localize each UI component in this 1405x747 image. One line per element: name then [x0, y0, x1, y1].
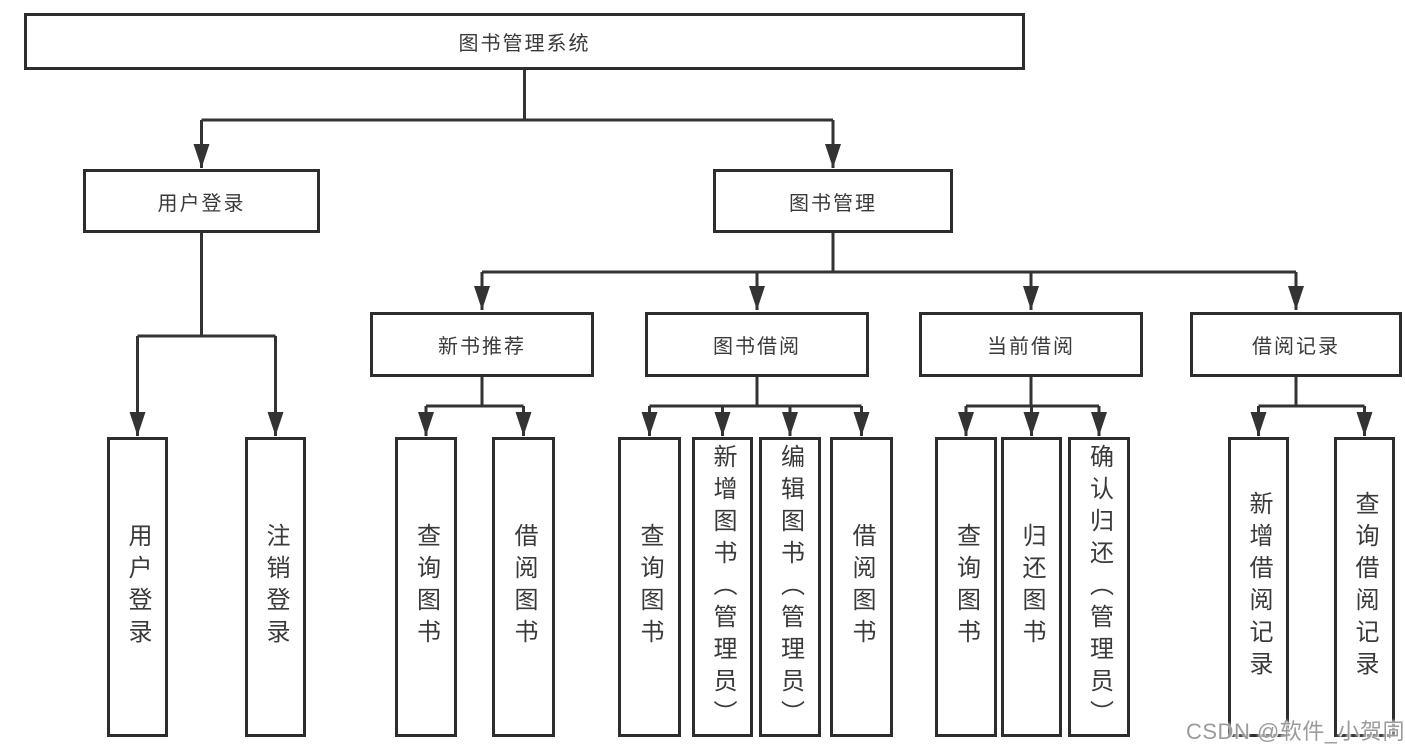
leaf-add-book-admin: 新增图书（管理员）	[692, 437, 753, 737]
node-book-borrowing: 图书借阅	[645, 312, 869, 377]
leaf-logout: 注销登录	[245, 437, 306, 737]
leaf-borrow-books-borrowing: 借阅图书	[830, 437, 893, 737]
leaf-query-books-recommend: 查询图书	[395, 437, 457, 737]
leaf-edit-book-admin: 编辑图书（管理员）	[759, 437, 821, 737]
node-user-login: 用户登录	[83, 169, 320, 233]
leaf-query-books-current: 查询图书	[935, 437, 997, 737]
node-current-borrowing: 当前借阅	[919, 312, 1143, 377]
leaf-borrow-books-recommend: 借阅图书	[492, 437, 555, 737]
leaf-return-books: 归还图书	[1001, 437, 1062, 737]
leaf-confirm-return-admin: 确认归还（管理员）	[1068, 437, 1130, 737]
leaf-user-login: 用户登录	[107, 437, 168, 737]
node-borrowing-records: 借阅记录	[1190, 312, 1402, 377]
node-root-library-system: 图书管理系统	[24, 13, 1025, 70]
leaf-add-borrow-record: 新增借阅记录	[1228, 437, 1289, 737]
node-new-book-recommendation: 新书推荐	[370, 312, 594, 377]
node-book-management: 图书管理	[713, 169, 953, 233]
leaf-query-borrow-record: 查询借阅记录	[1334, 437, 1395, 737]
watermark: CSDN @软件_小贺同学	[1186, 719, 1405, 744]
leaf-query-books-borrowing: 查询图书	[618, 437, 681, 737]
